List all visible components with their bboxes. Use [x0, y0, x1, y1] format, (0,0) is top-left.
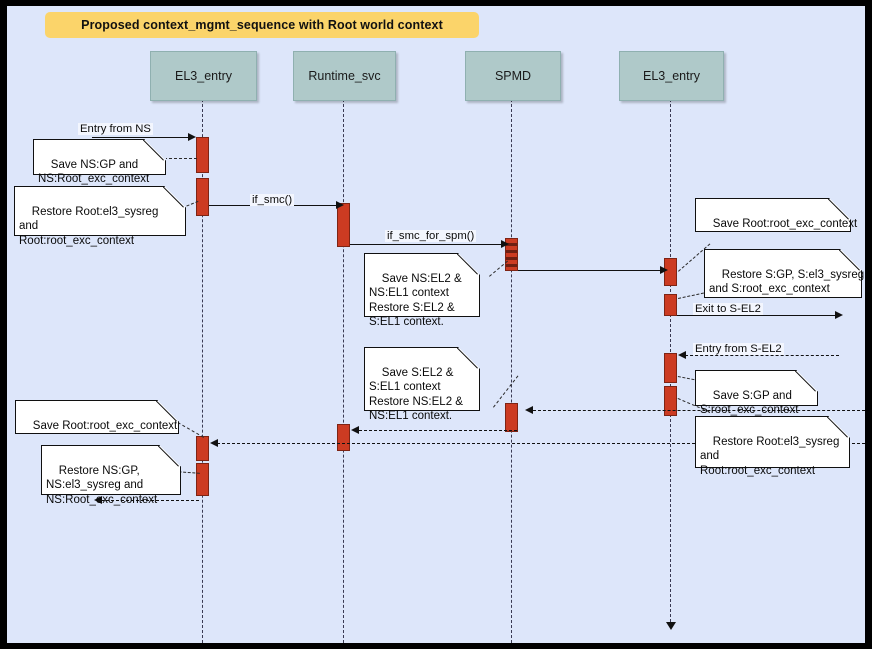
diagram-canvas: Proposed context_mgmt_sequence with Root…: [7, 6, 865, 643]
lifeline-runtime-svc: [343, 99, 344, 643]
message-line-if-smc-for-spm: [350, 244, 506, 245]
note-save-ns-el2-restore-s-el2: Save NS:EL2 & NS:EL1 context Restore S:E…: [364, 253, 480, 328]
note-text: Save Root:root_exc_context: [32, 419, 178, 432]
note-text: Restore NS:GP, NS:el3_sysreg and NS:Root…: [46, 464, 158, 506]
lifeline-el3-entry-left: [202, 99, 203, 643]
participant-label: EL3_entry: [643, 69, 700, 83]
note-text: Restore S:GP, S:el3_sysreg and S:root_ex…: [709, 268, 865, 296]
note-save-root-exc-context-right: Save Root:root_exc_context: [695, 198, 857, 232]
note-restore-ns-gp: Restore NS:GP, NS:el3_sysreg and NS:Root…: [41, 445, 181, 506]
message-label-entry-from-ns: Entry from NS: [78, 123, 153, 135]
lifeline-end-arrow-icon: [666, 622, 676, 630]
message-arrowhead-left: [94, 496, 102, 504]
participant-label: Runtime_svc: [308, 69, 381, 83]
activation-bar-el3-right-3: [664, 353, 677, 383]
note-fold-line: [143, 139, 166, 162]
note-restore-s-gp: Restore S:GP, S:el3_sysreg and S:root_ex…: [704, 249, 865, 298]
message-arrowhead-right: [188, 133, 196, 141]
message-line-spmd-to-runtime: [359, 430, 517, 431]
message-label-if-smc-for-spm: if_smc_for_spm(): [385, 230, 477, 242]
participant-el3-entry-left[interactable]: EL3_entry: [150, 51, 257, 101]
note-save-root-exc-context-left: Save Root:root_exc_context: [15, 400, 179, 434]
note-fold-line: [163, 186, 186, 209]
note-text: Save S:EL2 & S:EL1 context Restore NS:EL…: [369, 366, 463, 423]
message-arrowhead-left: [678, 351, 686, 359]
activation-bar-runtime-2: [337, 424, 350, 451]
message-arrowhead-right: [835, 311, 843, 319]
note-fold-line: [839, 249, 862, 272]
note-fold-line: [795, 370, 818, 393]
activation-bar-el3-left-1: [196, 137, 209, 173]
diagram-title: Proposed context_mgmt_sequence with Root…: [81, 18, 443, 32]
participant-label: SPMD: [494, 69, 532, 83]
note-connector: [177, 422, 204, 438]
participant-label: EL3_entry: [175, 69, 232, 83]
message-line-entry-from-sel2: [685, 355, 839, 356]
message-line-entry-from-ns: [92, 137, 190, 138]
note-fold-line: [827, 416, 850, 439]
participant-el3-entry-right[interactable]: EL3_entry: [619, 51, 724, 101]
message-arrowhead-left: [210, 439, 218, 447]
note-save-s-el2-restore-ns-el2: Save S:EL2 & S:EL1 context Restore NS:EL…: [364, 347, 480, 422]
message-label-exit-to-sel2: Exit to S-EL2: [693, 303, 763, 315]
activation-bar-el3-left-4: [196, 463, 209, 496]
note-save-ns-gp: Save NS:GP and NS:Root_exc_context: [33, 139, 166, 185]
note-fold-line: [457, 253, 480, 276]
lifeline-spmd: [511, 99, 512, 643]
note-text: Save NS:EL2 & NS:EL1 context Restore S:E…: [369, 272, 462, 329]
note-fold-line: [158, 445, 181, 468]
activation-bar-el3-right-4: [664, 386, 677, 416]
note-text: Save NS:GP and NS:Root_exc_context: [38, 158, 150, 186]
participant-spmd[interactable]: SPMD: [465, 51, 561, 101]
note-fold-line: [156, 400, 179, 423]
message-label-entry-from-sel2: Entry from S-EL2: [693, 343, 784, 355]
message-arrowhead-left: [351, 426, 359, 434]
activation-bar-el3-right-2: [664, 294, 677, 316]
message-arrowhead-right: [501, 240, 509, 248]
message-line-el3-left-to-external: [101, 500, 199, 501]
message-line-exit-to-sel2: [677, 315, 839, 316]
activation-bar-runtime-1: [337, 203, 350, 247]
activation-bar-spmd-2: [505, 403, 518, 432]
message-label-if-smc: if_smc(): [250, 194, 295, 206]
message-line-spmd-to-el3-right: [518, 270, 666, 271]
message-line-el3-right-to-spmd: [533, 410, 865, 411]
message-arrowhead-left: [525, 406, 533, 414]
note-fold-line: [828, 198, 851, 221]
activation-bar-el3-left-3: [196, 436, 209, 461]
note-text: Restore Root:el3_sysreg and Root:root_ex…: [19, 205, 159, 247]
note-restore-root-el3-sysreg-2: Restore Root:el3_sysreg and Root:root_ex…: [695, 416, 850, 477]
note-text: Save S:GP and S:root_exc_context: [700, 389, 799, 417]
participant-runtime-svc[interactable]: Runtime_svc: [293, 51, 396, 101]
diagram-title-banner: Proposed context_mgmt_sequence with Root…: [45, 12, 479, 38]
message-line-runtime-to-el3-left: [217, 443, 865, 444]
note-text: Restore Root:el3_sysreg and Root:root_ex…: [700, 435, 840, 477]
message-arrowhead-right: [660, 266, 668, 274]
note-save-s-gp: Save S:GP and S:root_exc_context: [695, 370, 818, 416]
note-restore-root-el3-sysreg-1: Restore Root:el3_sysreg and Root:root_ex…: [14, 186, 186, 247]
message-arrowhead-right: [336, 201, 344, 209]
activation-bar-el3-left-2: [196, 178, 209, 216]
note-connector: [159, 158, 197, 159]
note-fold-line: [457, 347, 480, 370]
